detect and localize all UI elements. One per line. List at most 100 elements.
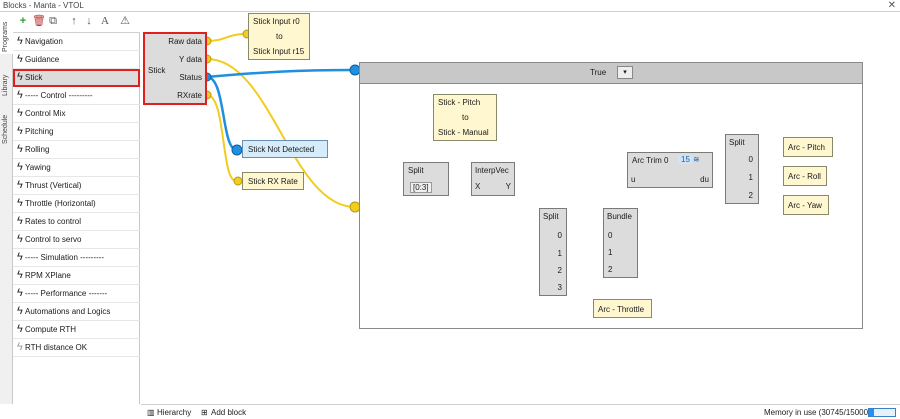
bundle-block[interactable]: Bundle 0 1 2: [603, 208, 638, 278]
stick-not-detected-label[interactable]: Stick Not Detected: [242, 140, 328, 158]
sidebar-item-label: Yawing: [25, 163, 51, 172]
sidebar-item-label: Control Mix: [25, 109, 66, 118]
stick-input-label[interactable]: Stick Input r0 to Stick Input r15: [248, 13, 310, 60]
tab-library[interactable]: Library: [0, 56, 13, 98]
tab-programs-label: Programs: [2, 21, 9, 52]
hierarchy-button[interactable]: Hierarchy: [157, 408, 192, 417]
sidebar-item-label: Pitching: [25, 127, 54, 136]
hierarchy-icon[interactable]: ▥: [147, 408, 155, 417]
move-down-icon[interactable]: ↓: [86, 15, 92, 27]
port-y-data: Y data: [179, 55, 202, 64]
warning-icon[interactable]: ⚠: [120, 15, 130, 27]
bolt-icon: ϟ: [17, 269, 23, 281]
interpvec-port-x: X: [475, 182, 481, 191]
sidebar-item[interactable]: ϟ----- Control ---------: [13, 87, 140, 105]
port-dot: [233, 176, 243, 186]
bundle-port-1: 1: [608, 248, 613, 257]
bolt-icon: ϟ: [17, 323, 23, 335]
add-block-icon[interactable]: ⊞: [201, 408, 208, 417]
sidebar-item-label: Throttle (Horizontal): [25, 199, 96, 208]
stick-input-label-line1: Stick Input r0: [253, 17, 300, 26]
tab-schedule-label: Schedule: [2, 114, 9, 144]
interpvec-block[interactable]: InterpVec X Y: [471, 162, 515, 196]
arc-yaw-label[interactable]: Arc - Yaw: [783, 195, 829, 215]
split-block-2[interactable]: Split 0 1 2 3: [539, 208, 567, 296]
bolt-icon: ϟ: [17, 89, 23, 101]
split-1-title: Split: [408, 166, 424, 175]
bolt-icon: ϟ: [17, 215, 23, 227]
arc-throttle-label[interactable]: Arc - Throttle: [593, 299, 652, 318]
arc-trim-port-u: u: [631, 175, 636, 184]
tab-library-label: Library: [2, 74, 9, 96]
arc-roll-text: Arc - Roll: [788, 172, 821, 181]
add-block-button[interactable]: Add block: [211, 408, 247, 417]
bolt-icon: ϟ: [17, 251, 23, 263]
bolt-icon: ϟ: [17, 125, 23, 137]
wire-ydata-to-split: [206, 58, 356, 208]
arc-trim-block[interactable]: Arc Trim 0 15 ≋ u du: [627, 152, 713, 188]
sidebar-item-label: ----- Performance -------: [25, 289, 108, 298]
split-block-3[interactable]: Split 0 1 2: [725, 134, 759, 204]
sidebar-item-label: Compute RTH: [25, 325, 76, 334]
wire-status-to-notdetected: [206, 75, 238, 152]
arc-pitch-label[interactable]: Arc - Pitch: [783, 137, 833, 157]
interpvec-title: InterpVec: [475, 166, 509, 175]
container-title: True: [590, 68, 607, 77]
stick-pitch-label[interactable]: Stick - Pitch to Stick - Manual: [433, 94, 497, 141]
bolt-icon: ϟ: [17, 143, 23, 155]
sidebar-item-label: RTH distance OK: [25, 343, 88, 352]
chevron-down-icon[interactable]: ▾: [617, 66, 633, 79]
bolt-icon: ϟ: [17, 233, 23, 245]
split-2-port-0: 0: [557, 231, 562, 240]
stick-block[interactable]: Stick Raw data Y data Status RXrate: [143, 32, 207, 105]
split-block-1[interactable]: Split [0:3]: [403, 162, 449, 196]
bolt-icon: ϟ: [17, 305, 23, 317]
sidebar-item[interactable]: ϟ----- Performance -------: [13, 285, 140, 303]
wifi-icon: ≋: [693, 155, 700, 164]
tab-programs[interactable]: Programs: [0, 12, 13, 54]
port-rxrate: RXrate: [177, 91, 202, 100]
port-dot-blue: [231, 144, 243, 156]
sidebar-item-label: Rates to control: [25, 217, 82, 226]
rename-icon[interactable]: A: [101, 15, 109, 27]
stick-rx-rate-label[interactable]: Stick RX Rate: [242, 172, 304, 190]
tab-schedule[interactable]: Schedule: [0, 100, 13, 146]
arc-roll-label[interactable]: Arc - Roll: [783, 166, 827, 186]
sidebar-item-label: Control to servo: [25, 235, 82, 244]
block-canvas[interactable]: Stick Raw data Y data Status RXrate Stic…: [141, 12, 900, 404]
arc-trim-port-du: du: [700, 175, 709, 184]
bolt-icon: ϟ: [17, 161, 23, 173]
sidebar-item[interactable]: ϟ----- Simulation ---------: [13, 249, 140, 267]
bolt-icon: ϟ: [17, 107, 23, 119]
delete-icon[interactable]: 🗑: [32, 15, 46, 27]
window-titlebar: Blocks - Manta - VTOL ✕: [0, 0, 900, 12]
bolt-icon: ϟ: [17, 53, 23, 65]
status-bar: ▥ Hierarchy ⊞ Add block Memory in use (3…: [141, 404, 900, 419]
split-2-title: Split: [543, 212, 559, 221]
add-icon[interactable]: +: [19, 15, 27, 27]
bundle-port-0: 0: [608, 231, 613, 240]
copy-icon[interactable]: ⧉: [49, 15, 57, 27]
split-1-port: [0:3]: [410, 182, 432, 193]
port-status: Status: [179, 73, 202, 82]
stick-pitch-label-line1: Stick - Pitch: [438, 98, 481, 107]
memory-bar-fill: [869, 409, 875, 416]
close-icon[interactable]: ✕: [887, 0, 896, 11]
move-up-icon[interactable]: ↑: [71, 15, 77, 27]
